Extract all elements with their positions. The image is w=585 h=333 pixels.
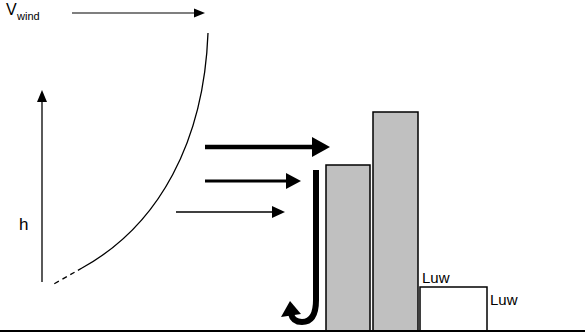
building [326,165,370,331]
arrow-head [286,173,301,189]
wind-profile-curve [82,33,208,268]
weak-wind-arrow [176,211,275,212]
downwash-arrow [291,170,316,322]
tall-building [373,112,418,331]
wind-profile-dashed [52,268,82,285]
roof-level-label: Luw [422,270,450,285]
wind-speed-symbol: V [6,2,17,18]
medium-wind-arrow [205,180,288,183]
wind-subscript: wind [17,11,40,22]
height-label: h [19,216,28,233]
height-axis [41,100,42,282]
strong-wind-arrow [205,145,314,150]
ground-line [0,330,585,332]
arrow-head [37,90,47,102]
arrow-head [312,137,330,157]
wind-arrow [72,12,196,13]
arrow-head [194,9,205,18]
arrow-head [281,301,301,317]
arrow-head [272,206,285,218]
low-building [420,287,487,331]
ground-level-label: Luw [490,292,518,307]
